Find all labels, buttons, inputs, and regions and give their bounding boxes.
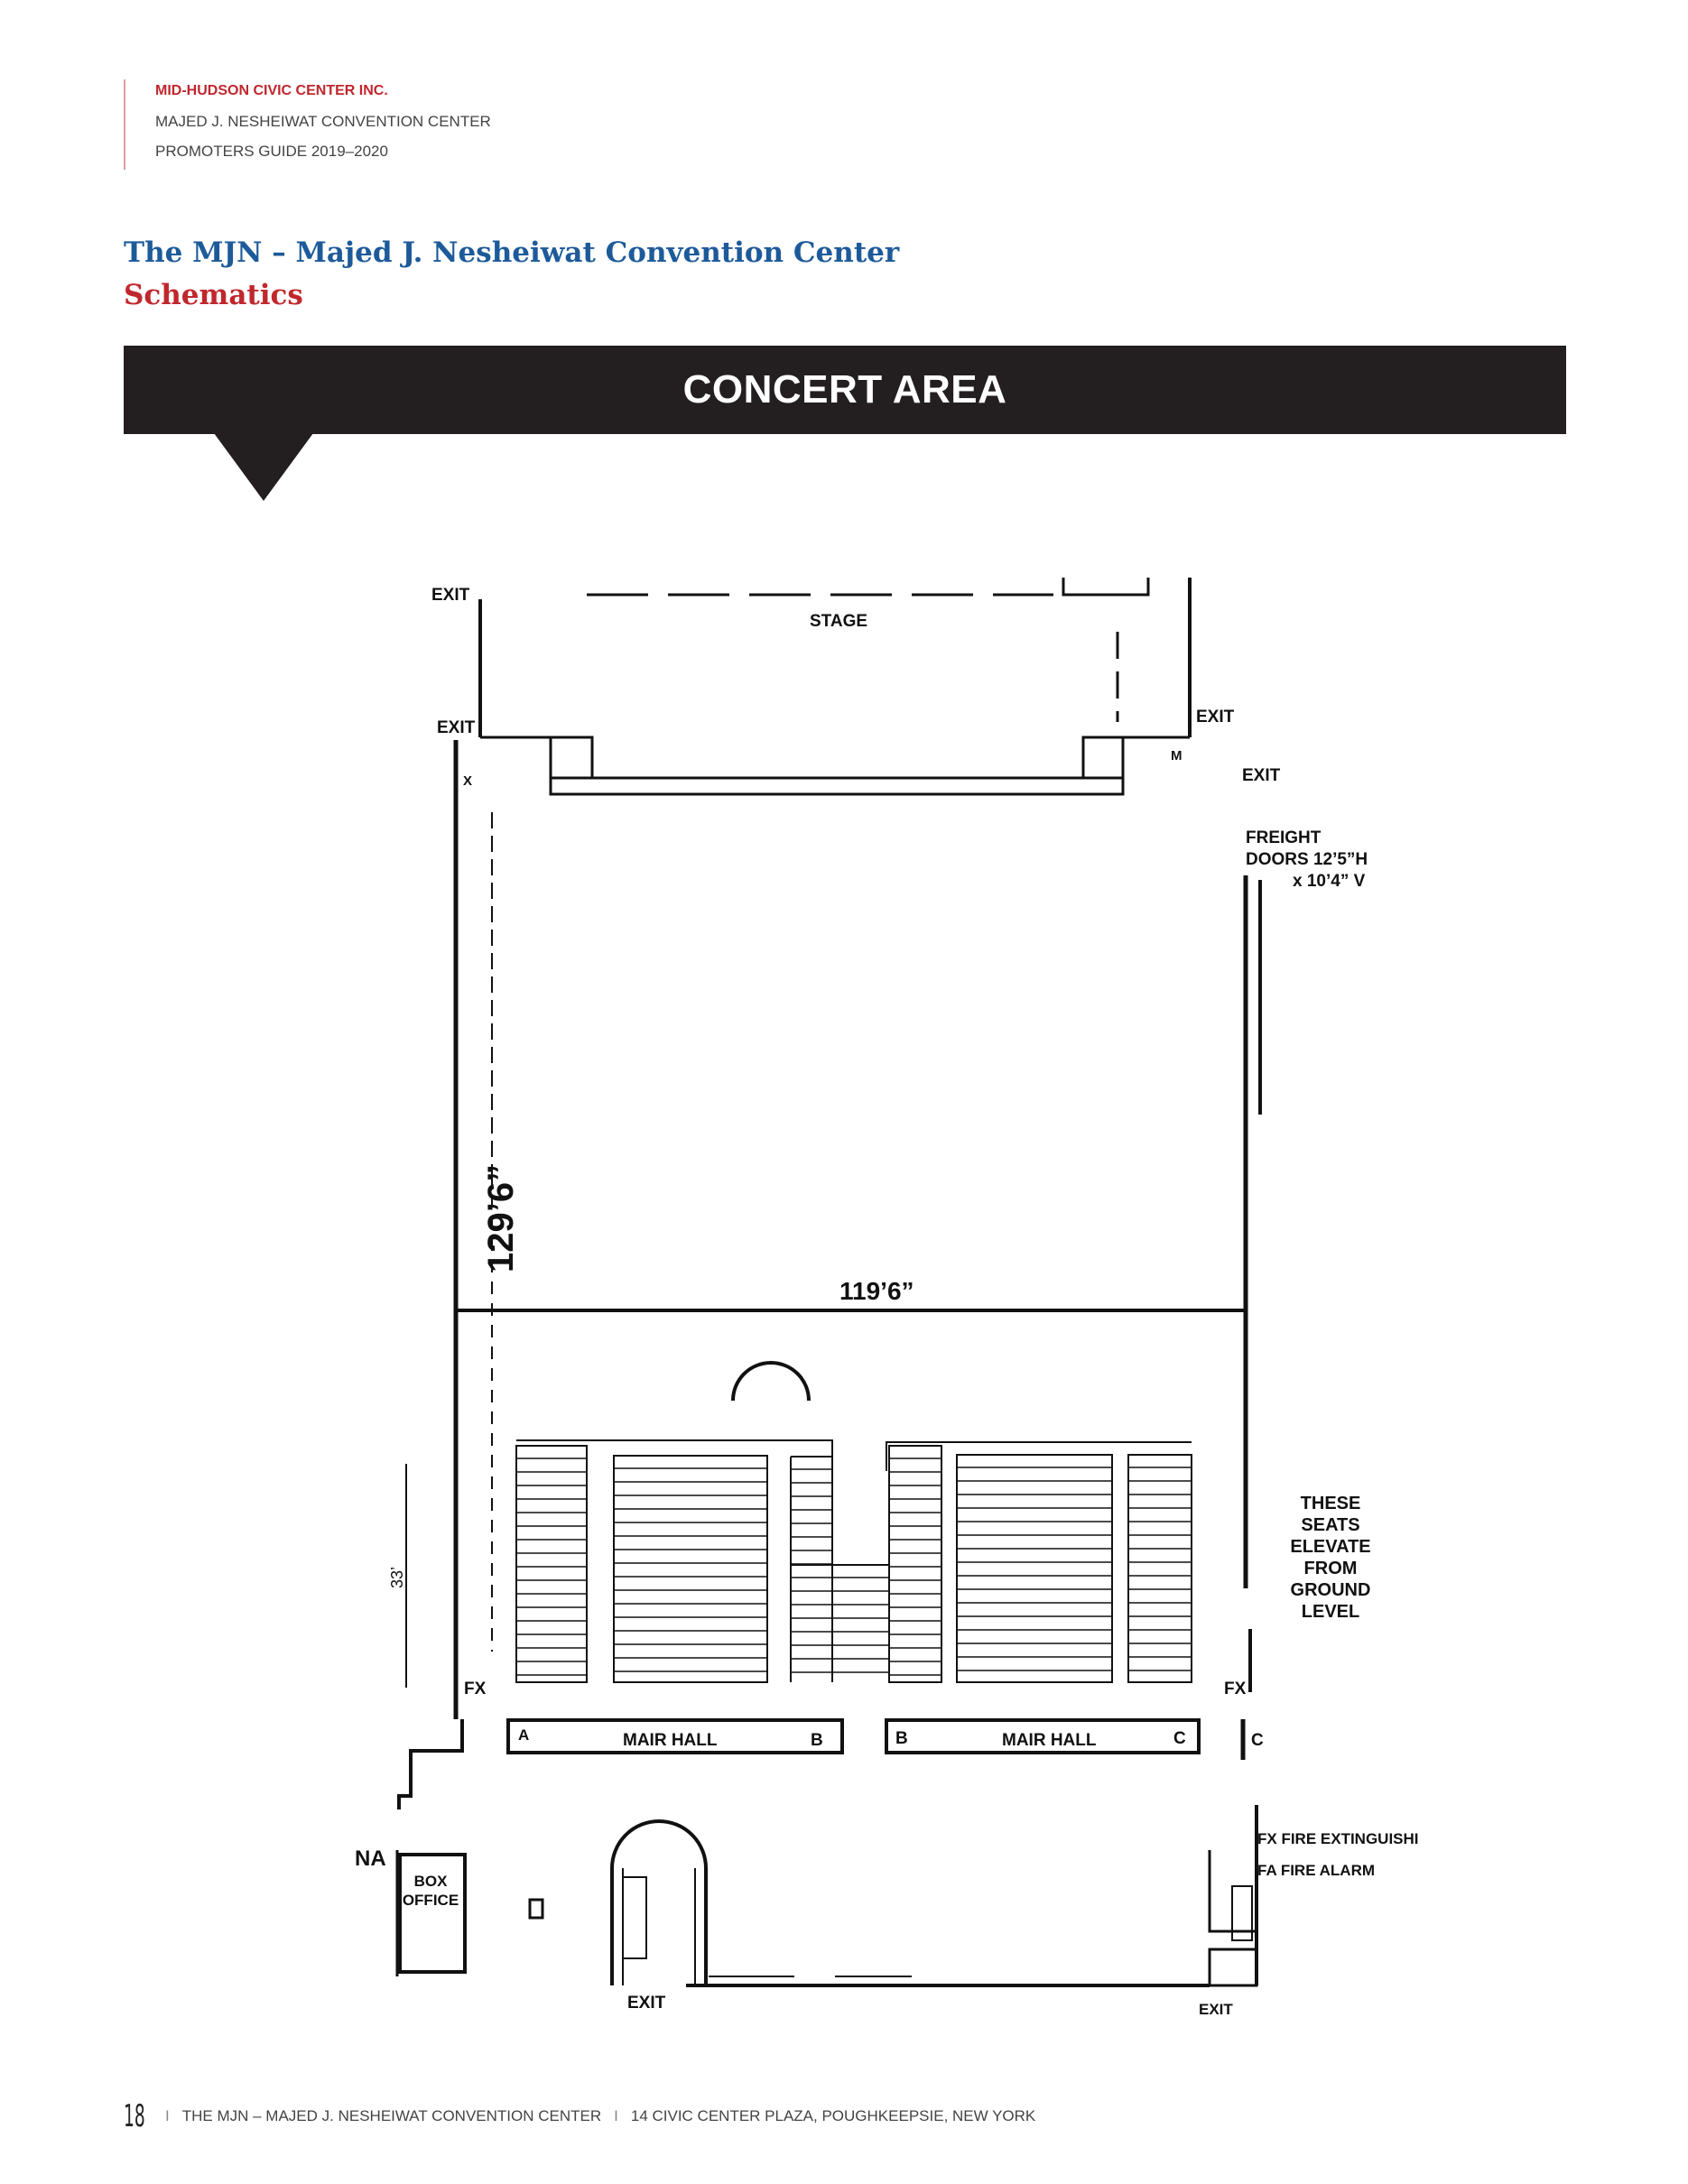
label-exit-right-stage: EXIT xyxy=(1196,708,1235,726)
header-org: MID-HUDSON CIVIC CENTER INC. xyxy=(155,83,388,98)
label-exit-right: EXIT xyxy=(1242,766,1281,785)
label-hall-b2: B xyxy=(895,1729,908,1748)
header-accent-rule xyxy=(124,79,125,170)
section-banner: CONCERT AREA xyxy=(124,346,1566,434)
label-exit-bottom-right: EXIT xyxy=(1199,2001,1233,2018)
banner-title: CONCERT AREA xyxy=(682,367,1007,412)
label-hall-c1: C xyxy=(1173,1729,1186,1748)
header-venue: MAJED J. NESHEIWAT CONVENTION CENTER xyxy=(155,113,491,130)
label-freight-3: x 10’4” V xyxy=(1293,872,1366,891)
plan-walls xyxy=(395,578,1262,1987)
footer-separator-2: I xyxy=(614,2107,618,2124)
label-seats-3: ELEVATE xyxy=(1290,1537,1370,1557)
label-seats-5: GROUND xyxy=(1291,1580,1371,1600)
banner-pointer xyxy=(214,433,313,501)
label-exit-left-stage: EXIT xyxy=(437,718,476,737)
header-guide: PROMOTERS GUIDE 2019–2020 xyxy=(155,143,388,160)
footer-separator: I xyxy=(165,2107,170,2124)
label-hall-1: MAIR HALL xyxy=(623,1731,718,1750)
footer-address: 14 CIVIC CENTER PLAZA, POUGHKEEPSIE, NEW… xyxy=(630,2107,1036,2124)
seating-rows xyxy=(516,1458,1192,1676)
seating-blocks xyxy=(515,1439,1192,1683)
legend-fx: FX FIRE EXTINGUISHI xyxy=(1257,1830,1419,1847)
page-title: The MJN – Majed J. Nesheiwat Convention … xyxy=(124,236,900,269)
page-footer: 18 I THE MJN – MAJED J. NESHEIWAT CONVEN… xyxy=(124,2098,1035,2134)
label-length: 129’6” xyxy=(481,1164,521,1272)
label-33: 33’ xyxy=(388,1567,406,1588)
label-stage: STAGE xyxy=(810,612,867,631)
label-seats-6: LEVEL xyxy=(1302,1602,1359,1622)
label-fx-left: FX xyxy=(464,1680,487,1698)
label-seats-2: SEATS xyxy=(1301,1515,1359,1535)
label-freight-1: FREIGHT xyxy=(1246,828,1322,847)
label-fx-right: FX xyxy=(1224,1680,1247,1698)
label-hall-b1: B xyxy=(811,1731,823,1750)
label-x: X xyxy=(463,773,472,789)
label-m: M xyxy=(1171,748,1183,763)
legend-fa: FA FIRE ALARM xyxy=(1257,1862,1375,1879)
label-exit-bottom: EXIT xyxy=(627,1994,666,2013)
label-na: NA xyxy=(355,1846,386,1871)
label-width: 119’6” xyxy=(839,1277,914,1305)
label-box-1: BOX xyxy=(414,1873,449,1890)
label-seats-4: FROM xyxy=(1304,1559,1358,1578)
label-hall-c2: C xyxy=(1251,1731,1264,1750)
page-number: 18 xyxy=(124,2098,145,2134)
label-hall-a: A xyxy=(518,1726,529,1744)
label-hall-2: MAIR HALL xyxy=(1002,1731,1097,1750)
label-exit-top-left: EXIT xyxy=(431,586,470,605)
label-seats-1: THESE xyxy=(1301,1494,1361,1513)
label-box-2: OFFICE xyxy=(403,1892,459,1909)
label-freight-2: DOORS 12’5”H xyxy=(1246,850,1368,869)
plan-labels: EXIT STAGE EXIT EXIT M X EXIT FREIGHT DO… xyxy=(355,586,1419,2018)
footer-venue: THE MJN – MAJED J. NESHEIWAT CONVENTION … xyxy=(181,2107,602,2124)
page-subtitle: Schematics xyxy=(124,279,303,311)
